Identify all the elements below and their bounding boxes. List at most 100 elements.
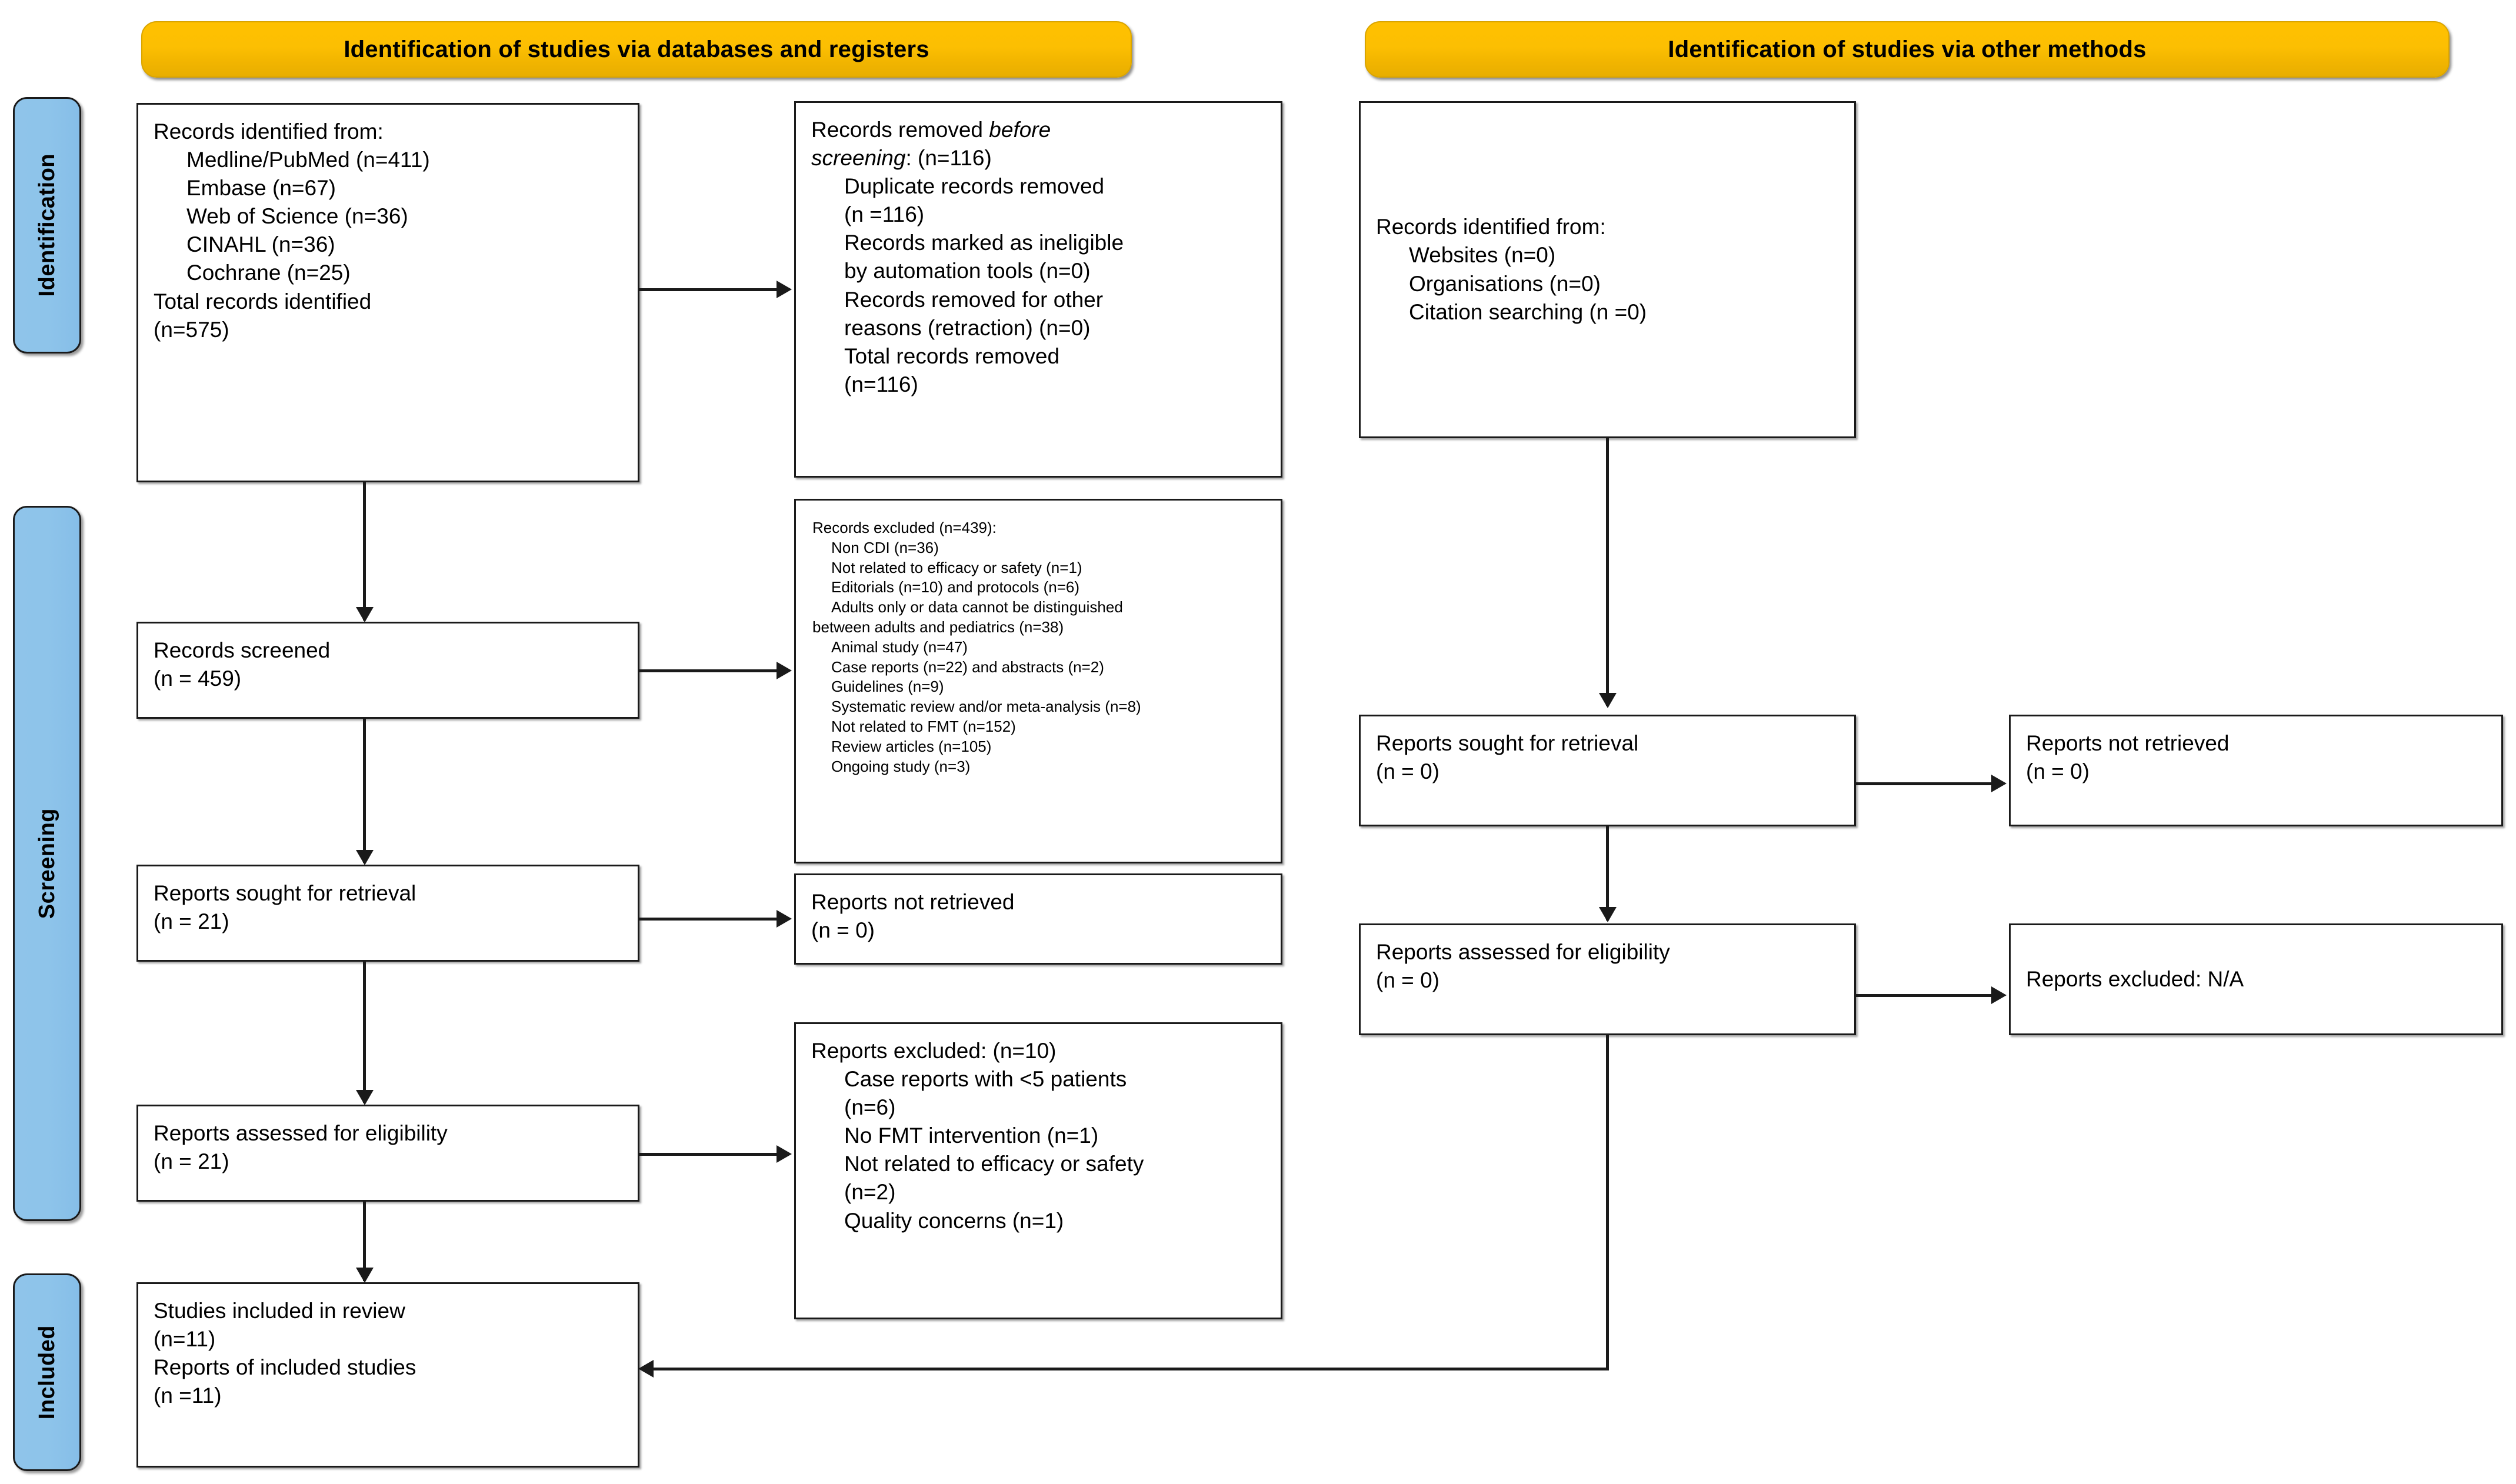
arrowhead-other-sought-to-not-retrieved [1991,775,2007,792]
stage-identification-text: Identification [34,154,59,297]
box-reports-excluded-databases: Reports excluded: (n=10) Case reports wi… [794,1022,1282,1319]
box-reports-sought-retrieval-databases: Reports sought for retrieval (n = 21) [136,865,639,962]
box-reports-assessed-eligibility-databases: Reports assessed for eligibility (n = 21… [136,1105,639,1202]
connector-sought-to-assessed [363,962,366,1103]
box-records-excluded: Records excluded (n=439): Non CDI (n=36)… [794,499,1282,863]
excluded-guidelines: Guidelines (n=9) [831,678,944,696]
box-reports-sought-retrieval-other: Reports sought for retrieval (n = 0) [1359,715,1856,826]
connector-other-assessed-down [1606,1035,1609,1370]
banner-other-methods-label: Identification of studies via other meth… [1668,36,2147,62]
assessed-eligibility-line2: (n = 21) [154,1149,229,1174]
source-medline: Medline/PubMed (n=411) [186,148,430,172]
excluded-ongoing-study: Ongoing study (n=3) [831,757,971,775]
other-assessed-line2: (n = 0) [1376,968,1439,993]
box-reports-not-retrieved-databases: Reports not retrieved (n = 0) [794,873,1282,965]
other-source-organisations: Organisations (n=0) [1409,271,1601,296]
connector-other-to-included-horizontal [653,1368,1609,1370]
arrowhead-other-identified-to-sought [1599,693,1617,708]
connector-other-sought-to-not-retrieved [1856,782,1992,785]
excluded-not-related-fmt: Not related to FMT (n=152) [831,717,1016,735]
total-records-identified-line1: Total records identified [154,289,372,314]
other-assessed-line1: Reports assessed for eligibility [1376,940,1670,964]
connector-screened-to-excluded [639,669,778,672]
connector-identified-to-screened [363,482,366,621]
removed-heading-part-a: Records removed [811,118,989,142]
box-records-removed-before-screening: Records removed before screening: (n=116… [794,101,1282,478]
banner-databases-label: Identification of studies via databases … [344,36,929,62]
excluded-not-related-efficacy: Not related to efficacy or safety (n=1) [831,558,1082,576]
stage-label-identification: Identification [13,97,81,354]
reports-of-included-line1: Reports of included studies [154,1355,416,1380]
records-excluded-heading: Records excluded (n=439): [812,519,997,536]
arrowhead-assessed-to-reports-excluded [777,1145,792,1163]
reports-excluded-case-reports-n: (n=6) [844,1095,896,1120]
not-retrieved-line2: (n = 0) [811,918,875,943]
reports-of-included-line2: (n =11) [154,1383,222,1408]
arrowhead-assessed-to-included [356,1268,374,1283]
other-not-retrieved-line2: (n = 0) [2026,759,2090,784]
connector-identified-to-removed [639,288,778,291]
reports-excluded-no-fmt: No FMT intervention (n=1) [844,1123,1099,1148]
excluded-case-reports-abstracts: Case reports (n=22) and abstracts (n=2) [831,658,1104,676]
connector-other-identified-to-sought [1606,438,1609,706]
other-not-retrieved-line1: Reports not retrieved [2026,731,2230,755]
box-reports-not-retrieved-other: Reports not retrieved (n = 0) [2009,715,2503,826]
arrowhead-other-sought-to-assessed [1599,907,1617,922]
connector-assessed-to-included [363,1202,366,1281]
connector-assessed-to-reports-excluded [639,1153,778,1156]
banner-databases-registers: Identification of studies via databases … [141,21,1132,78]
excluded-editorials-protocols: Editorials (n=10) and protocols (n=6) [831,578,1080,596]
box-records-screened: Records screened (n = 459) [136,622,639,719]
arrowhead-identified-to-removed [777,281,792,298]
records-screened-line1: Records screened [154,638,331,662]
source-web-of-science: Web of Science (n=36) [186,204,408,229]
other-sought-line1: Reports sought for retrieval [1376,731,1639,755]
source-cochrane: Cochrane (n=25) [186,261,351,285]
reports-excluded-quality: Quality concerns (n=1) [844,1208,1064,1233]
banner-other-methods: Identification of studies via other meth… [1365,21,2450,78]
removed-heading: Records removed before [811,116,1265,144]
removed-heading-italic-before: before [989,118,1051,142]
records-screened-line2: (n = 459) [154,666,242,691]
arrowhead-identified-to-screened [356,607,374,622]
sought-retrieval-line1: Reports sought for retrieval [154,881,416,905]
box-records-identified-databases: Records identified from: Medline/PubMed … [136,103,639,482]
removed-item-7: (n=116) [844,372,918,396]
connector-other-sought-to-assessed [1606,826,1609,921]
other-source-citation-searching: Citation searching (n =0) [1409,299,1647,324]
assessed-eligibility-line1: Reports assessed for eligibility [154,1121,448,1145]
box-reports-assessed-eligibility-other: Reports assessed for eligibility (n = 0) [1359,923,1856,1035]
other-source-websites: Websites (n=0) [1409,243,1556,268]
arrowhead-screened-to-excluded [777,662,792,679]
removed-item-5: reasons (retraction) (n=0) [844,315,1091,340]
source-embase: Embase (n=67) [186,176,336,201]
other-sought-line2: (n = 0) [1376,759,1439,784]
arrowhead-other-assessed-to-excluded [1991,986,2007,1004]
reports-excluded-case-reports: Case reports with <5 patients [844,1067,1127,1092]
other-identified-heading: Records identified from: [1376,215,1606,239]
connector-sought-to-not-retrieved [639,918,778,921]
reports-excluded-not-related: Not related to efficacy or safety [844,1152,1144,1176]
stage-included-text: Included [34,1325,59,1420]
stage-label-screening: Screening [13,506,81,1221]
connector-other-assessed-to-excluded [1856,994,1992,997]
removed-heading-line2: screening: (n=116) [811,144,1265,172]
box-reports-excluded-other: Reports excluded: N/A [2009,923,2503,1035]
excluded-review-articles: Review articles (n=105) [831,737,992,755]
studies-included-line1: Studies included in review [154,1299,405,1323]
excluded-non-cdi: Non CDI (n=36) [831,538,939,556]
removed-heading-italic-screening: screening [811,146,906,171]
studies-included-line2: (n=11) [154,1327,216,1352]
removed-item-0: Duplicate records removed [844,174,1105,199]
removed-item-2: Records marked as ineligible [844,231,1124,255]
not-retrieved-line1: Reports not retrieved [811,890,1015,914]
total-records-identified-line2: (n=575) [154,317,229,342]
removed-item-3: by automation tools (n=0) [844,259,1091,284]
removed-item-4: Records removed for other [844,287,1104,312]
excluded-adults-only-wrap: between adults and pediatrics (n=38) [812,618,1064,636]
reports-excluded-heading: Reports excluded: (n=10) [811,1039,1057,1063]
other-reports-excluded-line1: Reports excluded: N/A [2026,966,2244,991]
records-identified-heading: Records identified from: [154,119,384,144]
excluded-adults-only: Adults only or data cannot be distinguis… [831,598,1123,616]
